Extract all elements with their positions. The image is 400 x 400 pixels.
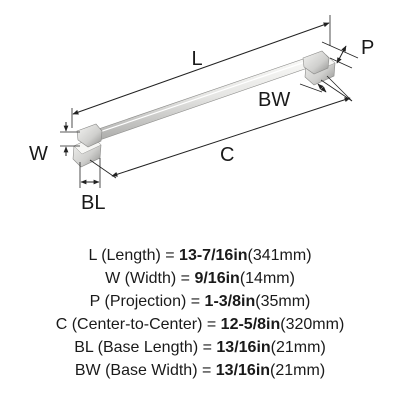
spec-row-width: W (Width) = 9/16in(14mm) xyxy=(105,270,295,287)
spec-value: 9/16in xyxy=(194,270,240,287)
spec-letter: L xyxy=(88,247,97,264)
label-p: P xyxy=(361,37,374,59)
spec-letter: BL xyxy=(74,339,94,356)
label-bl: BL xyxy=(81,192,105,214)
spec-name: (Width) xyxy=(124,270,177,287)
spec-letter: W xyxy=(105,270,121,287)
dimension-base-width: BW xyxy=(258,75,353,111)
spec-list: L (Length) = 13-7/16in(341mm) W (Width) … xyxy=(0,244,400,382)
spec-metric: (14mm) xyxy=(239,270,295,287)
spec-name: (Base Length) xyxy=(97,339,199,356)
spec-name: (Center-to-Center) xyxy=(71,316,203,333)
spec-value: 13/16in xyxy=(216,339,271,356)
spec-value: 13-7/16in xyxy=(179,247,248,264)
spec-metric: (21mm) xyxy=(270,362,326,379)
left-end-cap xyxy=(76,123,103,148)
spec-metric: (320mm) xyxy=(280,316,345,333)
spec-letter: BW xyxy=(74,362,101,379)
spec-metric: (21mm) xyxy=(270,339,326,356)
dimension-width: W xyxy=(29,122,80,165)
spec-metric: (35mm) xyxy=(255,293,311,310)
spec-metric: (341mm) xyxy=(247,247,312,264)
spec-row-base-length: BL (Base Length) = 13/16in(21mm) xyxy=(74,339,326,356)
dimension-projection: P xyxy=(321,37,374,69)
spec-name: (Base Width) xyxy=(105,362,198,379)
dimension-center-to-center: C xyxy=(89,79,353,179)
spec-row-center-to-center: C (Center-to-Center) = 12-5/8in(320mm) xyxy=(55,316,345,333)
spec-value: 13/16in xyxy=(215,362,271,379)
spec-letter: P xyxy=(89,293,101,310)
spec-value: 12-5/8in xyxy=(220,316,281,333)
label-w: W xyxy=(29,143,48,165)
spec-name: (Length) xyxy=(101,247,161,264)
dimension-base-length: BL xyxy=(79,158,105,214)
spec-value: 1-3/8in xyxy=(204,293,256,310)
handle-dimension-diagram: L P BW W C BL xyxy=(29,15,374,214)
spec-row-base-width: BW (Base Width) = 13/16in(21mm) xyxy=(74,362,326,379)
spec-row-length: L (Length) = 13-7/16in(341mm) xyxy=(88,247,312,264)
label-l: L xyxy=(191,48,202,70)
label-bw: BW xyxy=(258,89,290,111)
spec-letter: C xyxy=(55,316,68,333)
spec-row-projection: P (Projection) = 1-3/8in(35mm) xyxy=(89,293,311,310)
handle-drawing xyxy=(72,50,336,168)
spec-name: (Projection) xyxy=(104,293,187,310)
label-c: C xyxy=(220,144,234,166)
